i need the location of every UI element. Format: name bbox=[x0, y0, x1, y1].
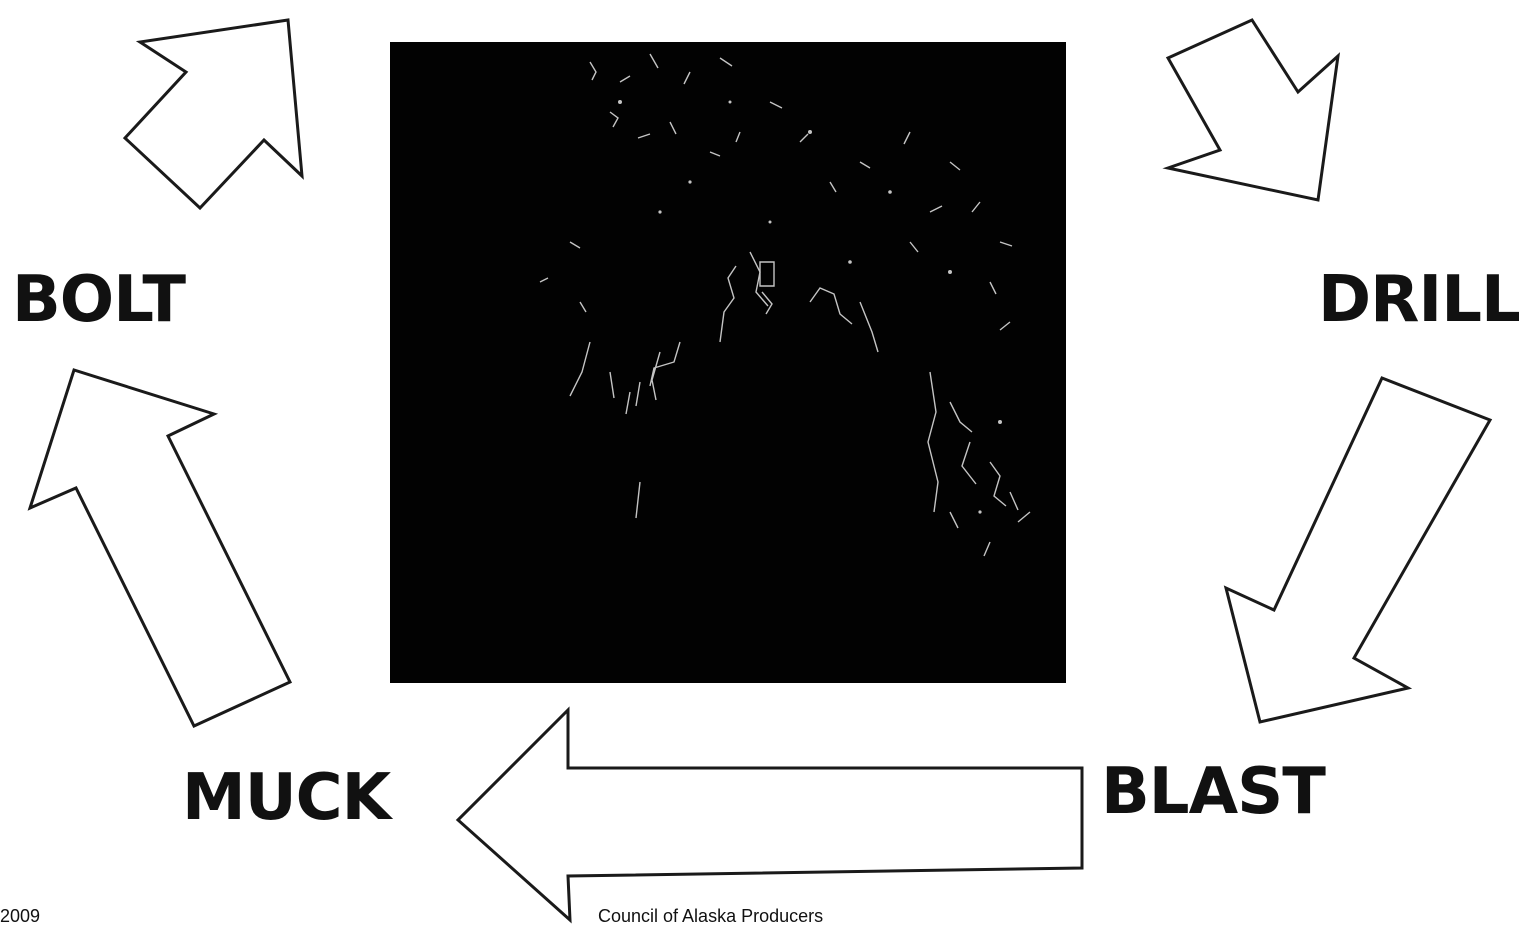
step-label-blast: BLAST bbox=[1101, 755, 1326, 829]
mine-tunnel-photo-image bbox=[390, 42, 1066, 683]
arrow-bolt-to-drill-icon bbox=[122, 18, 304, 211]
step-label-muck: MUCK bbox=[182, 761, 391, 835]
mine-tunnel-photo bbox=[390, 42, 1066, 683]
arrow-blast-to-muck-icon bbox=[455, 706, 1084, 924]
footer-year: 2009 bbox=[0, 906, 41, 926]
arrow-muck-to-bolt-icon bbox=[27, 368, 293, 728]
arrow-drill-top-icon bbox=[1162, 18, 1341, 202]
step-label-drill: DRILL bbox=[1318, 263, 1519, 337]
footer-organization: Council of Alaska Producers bbox=[598, 906, 824, 926]
arrow-drill-to-blast-icon bbox=[1223, 376, 1493, 724]
step-label-bolt: BOLT bbox=[12, 263, 186, 337]
